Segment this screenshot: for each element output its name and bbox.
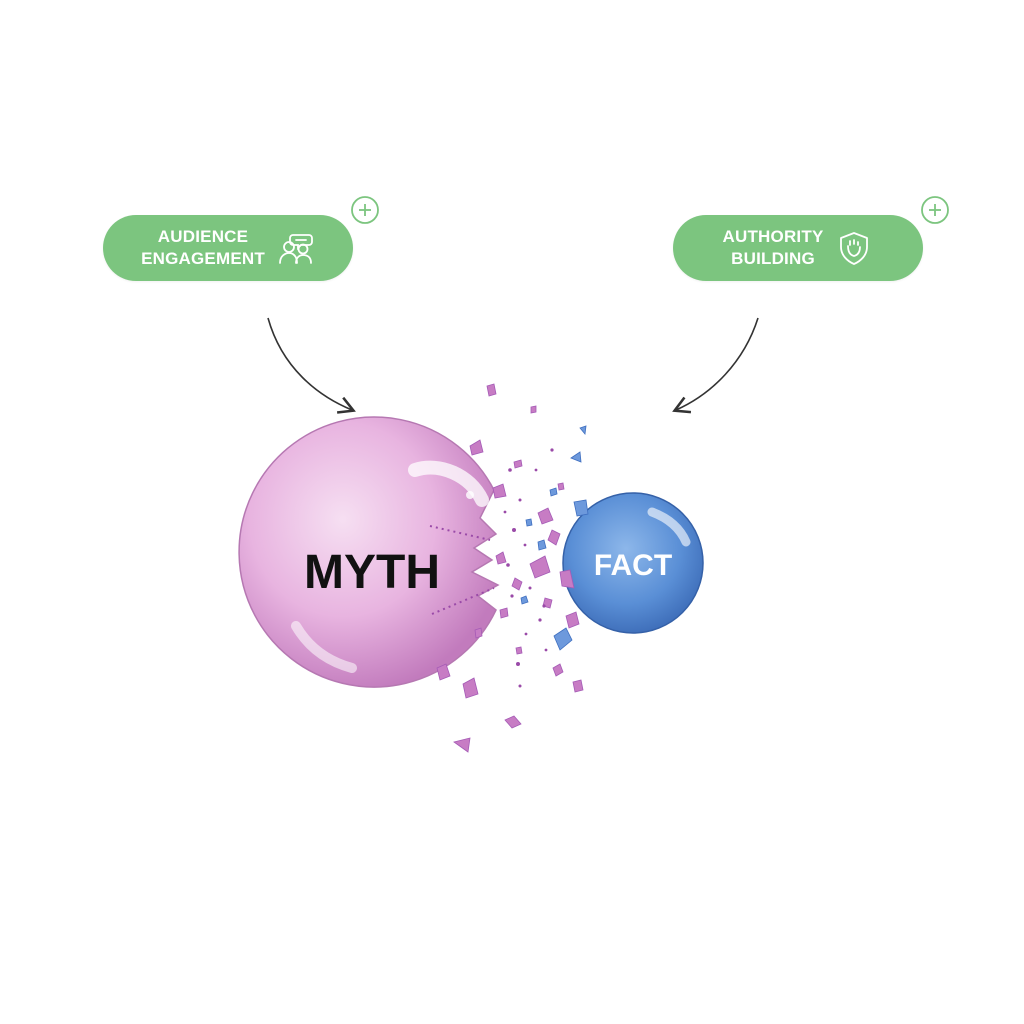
people-chat-icon — [279, 234, 313, 264]
left-arrow — [267, 317, 356, 414]
myth-sphere — [238, 416, 500, 688]
myth-fragments — [436, 383, 584, 753]
impact-lines — [429, 525, 495, 615]
add-icon-left[interactable] — [350, 195, 380, 225]
audience-engagement-label: AUDIENCE ENGAGEMENT — [141, 226, 265, 270]
shield-icon — [840, 232, 869, 265]
myth-label: MYTH — [304, 546, 440, 599]
fact-label: FACT — [594, 549, 672, 582]
audience-engagement-line1: AUDIENCE — [157, 227, 249, 246]
authority-building-line1: AUTHORITY — [722, 227, 824, 246]
fact-sphere — [562, 492, 704, 634]
audience-engagement-pill: AUDIENCE ENGAGEMENT — [103, 215, 353, 281]
authority-building-pill: AUTHORITY BUILDING — [673, 215, 923, 281]
audience-engagement-line2: ENGAGEMENT — [141, 249, 265, 268]
fragment-dust — [503, 448, 554, 688]
authority-building-label: AUTHORITY BUILDING — [723, 226, 824, 270]
fact-fragments — [520, 425, 589, 651]
right-arrow — [672, 317, 759, 414]
authority-building-line2: BUILDING — [731, 249, 815, 268]
add-icon-right[interactable] — [920, 195, 950, 225]
